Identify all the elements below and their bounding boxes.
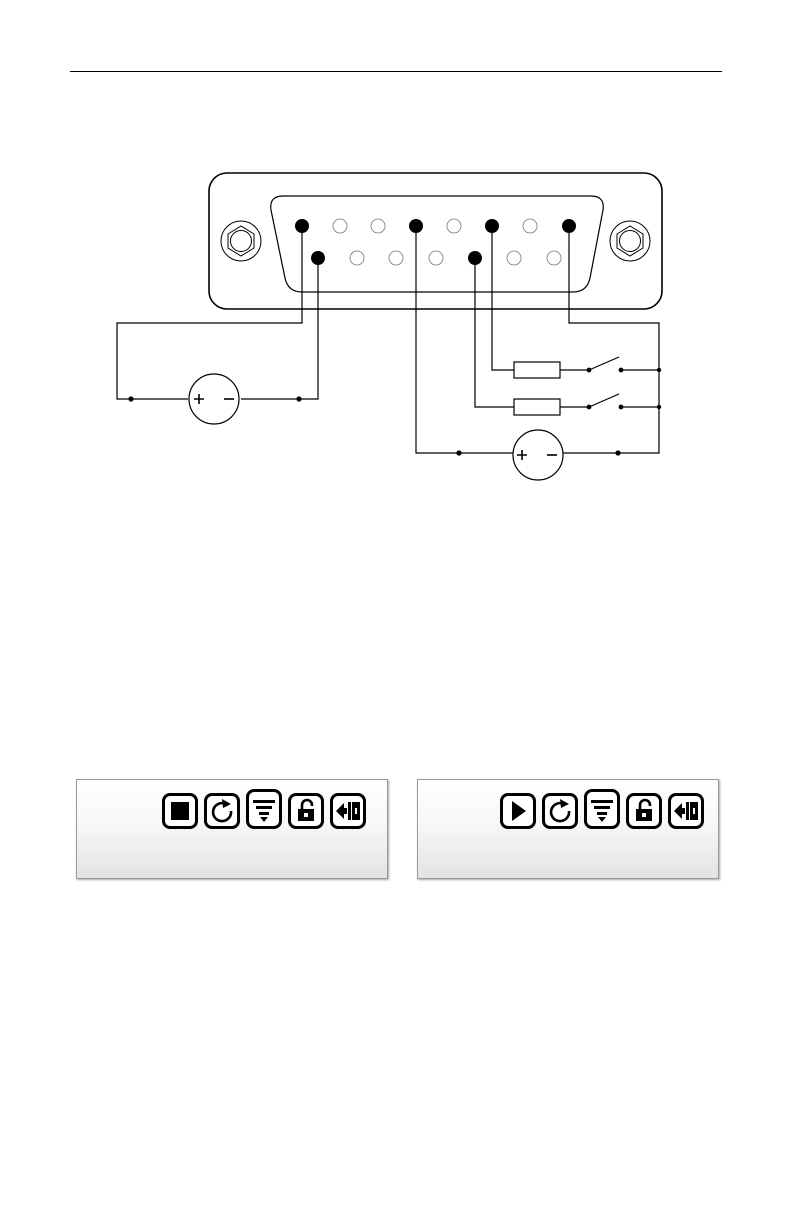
pin-bottom-4 [429, 251, 443, 265]
refresh-icon[interactable] [542, 793, 578, 829]
filter-icon[interactable] [584, 789, 620, 829]
wiring-diagram [0, 0, 793, 520]
dc-source-left [189, 374, 239, 424]
status-panel-running [417, 779, 719, 879]
switch-1-contact [587, 368, 592, 373]
junction-dot [456, 450, 461, 455]
switch-2-contact [619, 405, 624, 410]
resistor-1 [514, 362, 560, 378]
pin-top-3 [371, 219, 385, 233]
pin-bottom-3 [389, 251, 403, 265]
unlock-icon[interactable] [288, 793, 324, 829]
icon-bar [162, 793, 372, 829]
junction-dot [615, 450, 620, 455]
connector-face [271, 196, 604, 292]
junction-dot [657, 405, 661, 409]
stop-icon[interactable] [162, 793, 198, 829]
pin-bottom-2 [350, 251, 364, 265]
pin-bottom-6 [507, 251, 521, 265]
junction-dot [128, 396, 133, 401]
icon-bar [500, 793, 710, 829]
pin-top-5 [447, 219, 461, 233]
refresh-icon[interactable] [204, 793, 240, 829]
pin-top-2 [333, 219, 347, 233]
junction-dot [296, 396, 301, 401]
status-panel-stopped [76, 779, 388, 879]
pin-bottom-7 [547, 251, 561, 265]
pin-top-7 [523, 219, 537, 233]
connection-icon[interactable] [330, 793, 366, 829]
play-icon[interactable] [500, 793, 536, 829]
switch-1-contact [619, 368, 624, 373]
dc-source-right [513, 430, 563, 480]
unlock-icon[interactable] [626, 793, 662, 829]
resistor-2 [514, 399, 560, 415]
connection-icon[interactable] [668, 793, 704, 829]
filter-icon[interactable] [246, 789, 282, 829]
screw-left [221, 221, 261, 261]
screw-right [610, 221, 650, 261]
junction-dot [657, 368, 661, 372]
switch-2-contact [587, 405, 592, 410]
